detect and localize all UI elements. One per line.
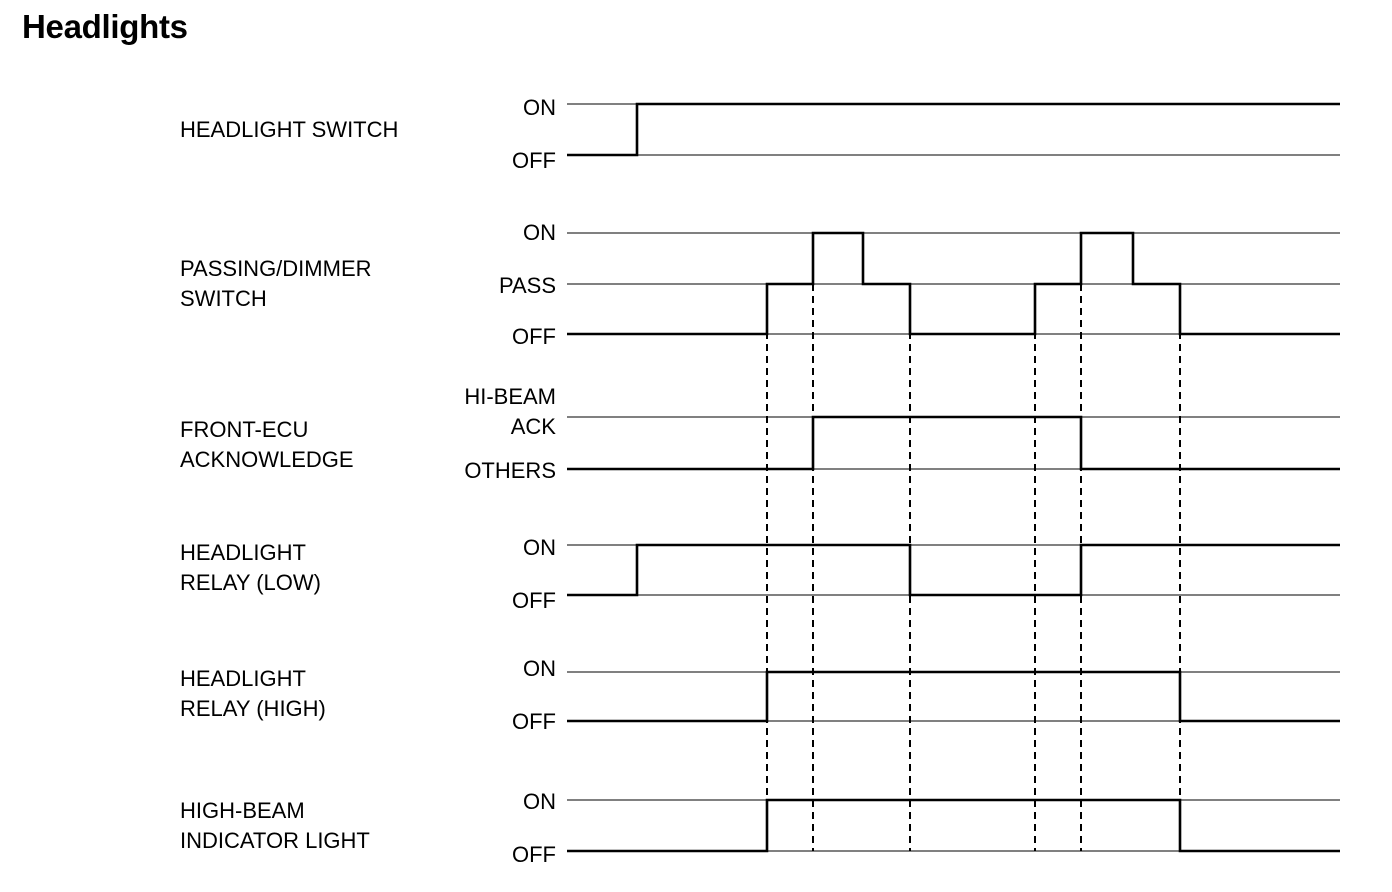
signal-label: HIGH-BEAM: [180, 798, 305, 823]
waveform-trace: [567, 415, 1340, 471]
signal-label: ACKNOWLEDGE: [180, 447, 354, 472]
reference-lines: [567, 103, 1340, 852]
signal-label: RELAY (HIGH): [180, 696, 326, 721]
signal-label: SWITCH: [180, 286, 267, 311]
level-label-on: ON: [523, 95, 556, 120]
signal-label: HEADLIGHT: [180, 540, 306, 565]
signal-label: INDICATOR LIGHT: [180, 828, 370, 853]
level-label-on: ON: [523, 656, 556, 681]
level-label-on: ON: [523, 535, 556, 560]
level-label-pass: PASS: [499, 273, 556, 298]
signal-label: FRONT-ECU: [180, 417, 308, 442]
level-label-off: OFF: [512, 709, 556, 734]
waveforms: [567, 102, 1340, 853]
waveform-trace: [567, 231, 1340, 336]
waveform-trace: [567, 798, 1340, 853]
level-label-off: OFF: [512, 324, 556, 349]
page-title: Headlights: [22, 8, 188, 45]
level-label-off: OFF: [512, 842, 556, 867]
signal-label: HEADLIGHT SWITCH: [180, 117, 398, 142]
signal-label: HEADLIGHT: [180, 666, 306, 691]
level-label-on: ON: [523, 789, 556, 814]
waveform-trace: [567, 102, 1340, 157]
event-markers: [766, 284, 1181, 851]
waveform-trace: [567, 543, 1340, 597]
level-label-off: OFF: [512, 588, 556, 613]
level-label-off: OFF: [512, 148, 556, 173]
signal-label: RELAY (LOW): [180, 570, 321, 595]
labels: HEADLIGHT SWITCH ON OFF PASSING/DIMMER SWITC…: [180, 95, 556, 867]
signal-label: PASSING/DIMMER: [180, 256, 372, 281]
level-label-ack: HI-BEAM: [464, 384, 556, 409]
level-label-others: OTHERS: [464, 458, 556, 483]
level-label-ack: ACK: [511, 414, 557, 439]
waveform-trace: [567, 670, 1340, 723]
level-label-on: ON: [523, 220, 556, 245]
